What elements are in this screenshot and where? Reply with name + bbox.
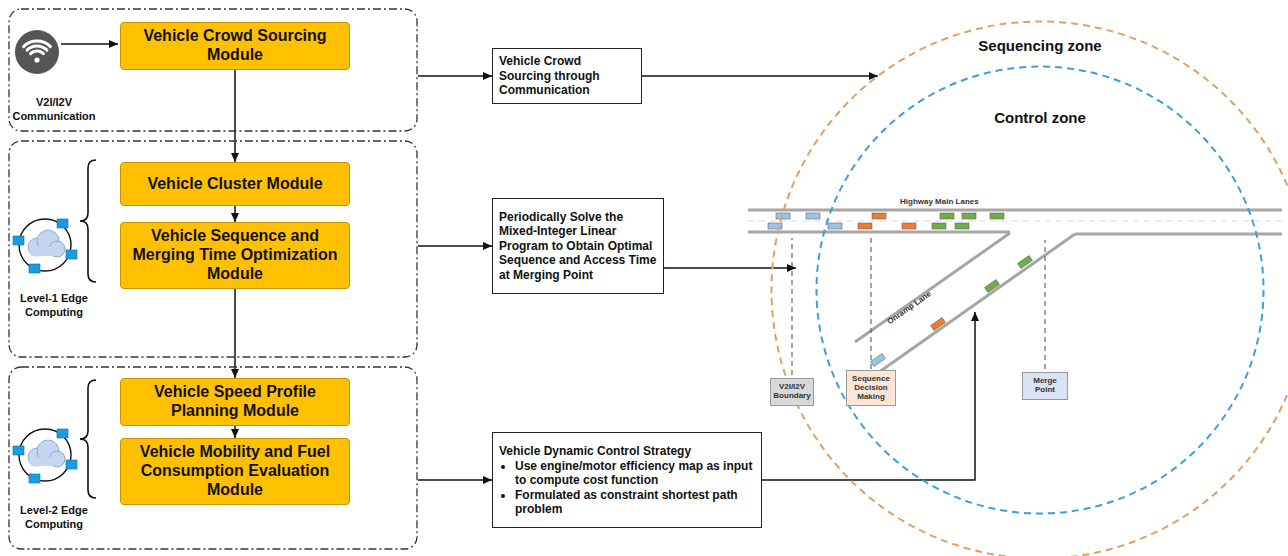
process-box: Vehicle Speed Profile Planning Module xyxy=(120,378,350,426)
box-text: V2I/I2V Boundary xyxy=(773,383,811,401)
note-title: Vehicle Dynamic Control Strategy xyxy=(499,444,755,458)
wifi-arrow xyxy=(61,43,118,45)
road xyxy=(748,210,1282,375)
box-text: Sequence Decision Making xyxy=(849,375,893,401)
note-box: Periodically Solve the Mixed-Integer Lin… xyxy=(492,198,664,294)
flow-arrow xyxy=(234,426,236,438)
edge-computing-icon xyxy=(13,429,77,483)
flow-arrow xyxy=(234,70,236,162)
group-label: Level-2 Edge Computing xyxy=(10,504,98,532)
bullet-item: Use engine/motor efficiency map as input… xyxy=(515,459,755,488)
process-box: Vehicle Crowd Sourcing Module xyxy=(120,22,350,70)
process-box: Vehicle Mobility and Fuel Consumption Ev… xyxy=(120,438,350,505)
note-box: Vehicle Dynamic Control StrategyUse engi… xyxy=(492,432,762,528)
box-text: Vehicle Sequence and Merging Time Optimi… xyxy=(129,227,341,284)
box-text: Vehicle Crowd Sourcing Module xyxy=(129,27,341,65)
flow-arrow xyxy=(234,206,236,222)
group-box: Level-1 Edge Computing Vehicle Cluster Mo… xyxy=(8,140,418,358)
zone-circle: Control zone xyxy=(815,65,1265,515)
tag-box: Sequence Decision Making xyxy=(846,370,896,406)
group-label: Level-1 Edge Computing xyxy=(10,292,98,320)
flow-arrow xyxy=(418,75,492,77)
group-box: Level-2 Edge Computing Vehicle Speed Prof… xyxy=(8,366,418,550)
zone-label: Control zone xyxy=(815,109,1265,126)
zone-circle: Sequencing zoneControl zone xyxy=(770,20,1288,556)
bullet-item: Formulated as constraint shortest path p… xyxy=(515,488,755,517)
wifi-icon xyxy=(15,30,59,74)
process-box: Vehicle Cluster Module xyxy=(120,162,350,206)
pointer-arrow xyxy=(762,312,975,480)
box-text: Merge Point xyxy=(1025,377,1065,395)
zone-outline xyxy=(815,65,1265,515)
flow-arrow xyxy=(234,289,236,378)
zone-label: Sequencing zone xyxy=(770,37,1288,54)
road-label: Onramp Lane xyxy=(885,289,932,326)
tag-box: Merge Point xyxy=(1022,372,1068,400)
vehicles xyxy=(768,213,1032,366)
box-text: Vehicle Crowd Sourcing through Communica… xyxy=(499,54,635,97)
bracket xyxy=(80,380,96,498)
group-box: V2I/I2V Communication Vehicle Crowd Sourc… xyxy=(8,8,418,132)
box-text: Vehicle Mobility and Fuel Consumption Ev… xyxy=(129,443,341,500)
zone-outline xyxy=(770,20,1288,556)
leader-line xyxy=(792,238,1045,375)
box-text: Vehicle Cluster Module xyxy=(147,175,322,194)
bracket xyxy=(80,160,96,282)
pointer-arrow xyxy=(664,267,796,269)
road-label: Highway Main Lanes xyxy=(900,197,979,206)
bullet-list: Use engine/motor efficiency map as input… xyxy=(499,459,755,517)
group-label: V2I/I2V Communication xyxy=(10,96,98,124)
note-box: Vehicle Crowd Sourcing through Communica… xyxy=(492,48,642,104)
flow-arrow xyxy=(418,245,492,247)
edge-computing-icon xyxy=(13,219,77,273)
box-text: Periodically Solve the Mixed-Integer Lin… xyxy=(499,210,657,282)
tag-box: V2I/I2V Boundary xyxy=(770,378,814,406)
flow-arrow xyxy=(418,479,492,481)
process-box: Vehicle Sequence and Merging Time Optimi… xyxy=(120,222,350,289)
flow-arrow xyxy=(642,75,878,77)
box-text: Vehicle Speed Profile Planning Module xyxy=(129,383,341,421)
